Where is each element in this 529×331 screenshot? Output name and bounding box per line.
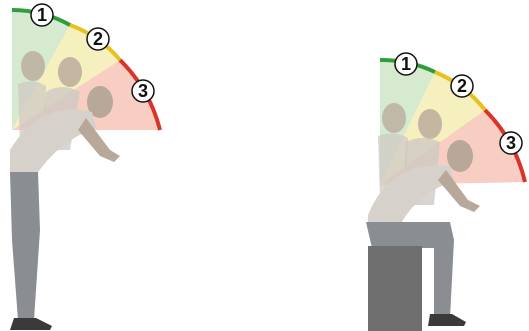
zone-3-badge: 3 — [132, 80, 154, 102]
zone-3-label: 3 — [138, 81, 148, 101]
zone-3-badge: 3 — [500, 132, 522, 154]
standing-posture-panel: 1 2 3 — [0, 0, 200, 331]
zone-2-badge: 2 — [87, 28, 109, 50]
zone-2-label: 2 — [93, 29, 103, 49]
zone-2-badge: 2 — [451, 75, 473, 97]
zone-2-label: 2 — [457, 76, 467, 96]
stool — [368, 246, 422, 331]
sitting-posture-figure: 1 2 3 — [350, 0, 529, 331]
zone-1-label: 1 — [401, 54, 411, 74]
standing-posture-figure: 1 2 3 — [0, 0, 200, 331]
zone-1-badge: 1 — [31, 4, 53, 26]
sitting-posture-panel: 1 2 3 — [350, 0, 529, 331]
zone-1-badge: 1 — [395, 53, 417, 75]
zone-3-label: 3 — [506, 133, 516, 153]
zone-1-label: 1 — [37, 5, 47, 25]
